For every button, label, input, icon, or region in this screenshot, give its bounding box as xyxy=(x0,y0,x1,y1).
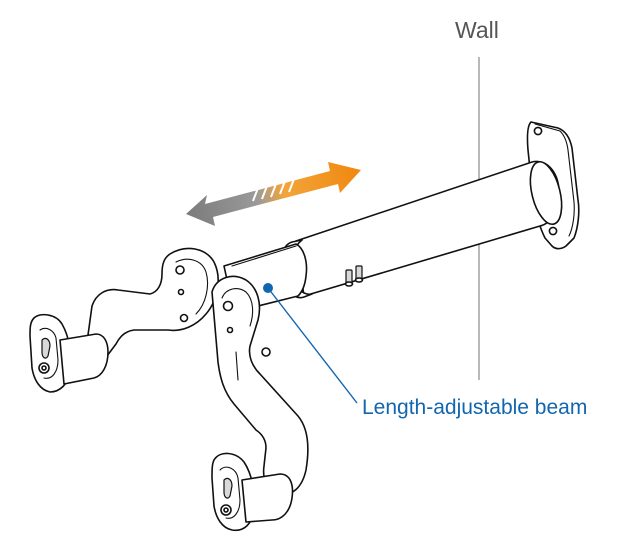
outer-beam-tube xyxy=(279,160,563,299)
left-bike-hook xyxy=(29,313,109,393)
wall-label: Wall xyxy=(455,17,499,43)
lower-arm xyxy=(211,275,309,496)
callout-dot xyxy=(263,283,273,293)
lower-bike-hook xyxy=(211,452,294,532)
adjust-direction-double-arrow xyxy=(186,162,361,226)
beam-callout-leader xyxy=(267,287,358,404)
beam-label: Length-adjustable beam xyxy=(362,396,587,419)
